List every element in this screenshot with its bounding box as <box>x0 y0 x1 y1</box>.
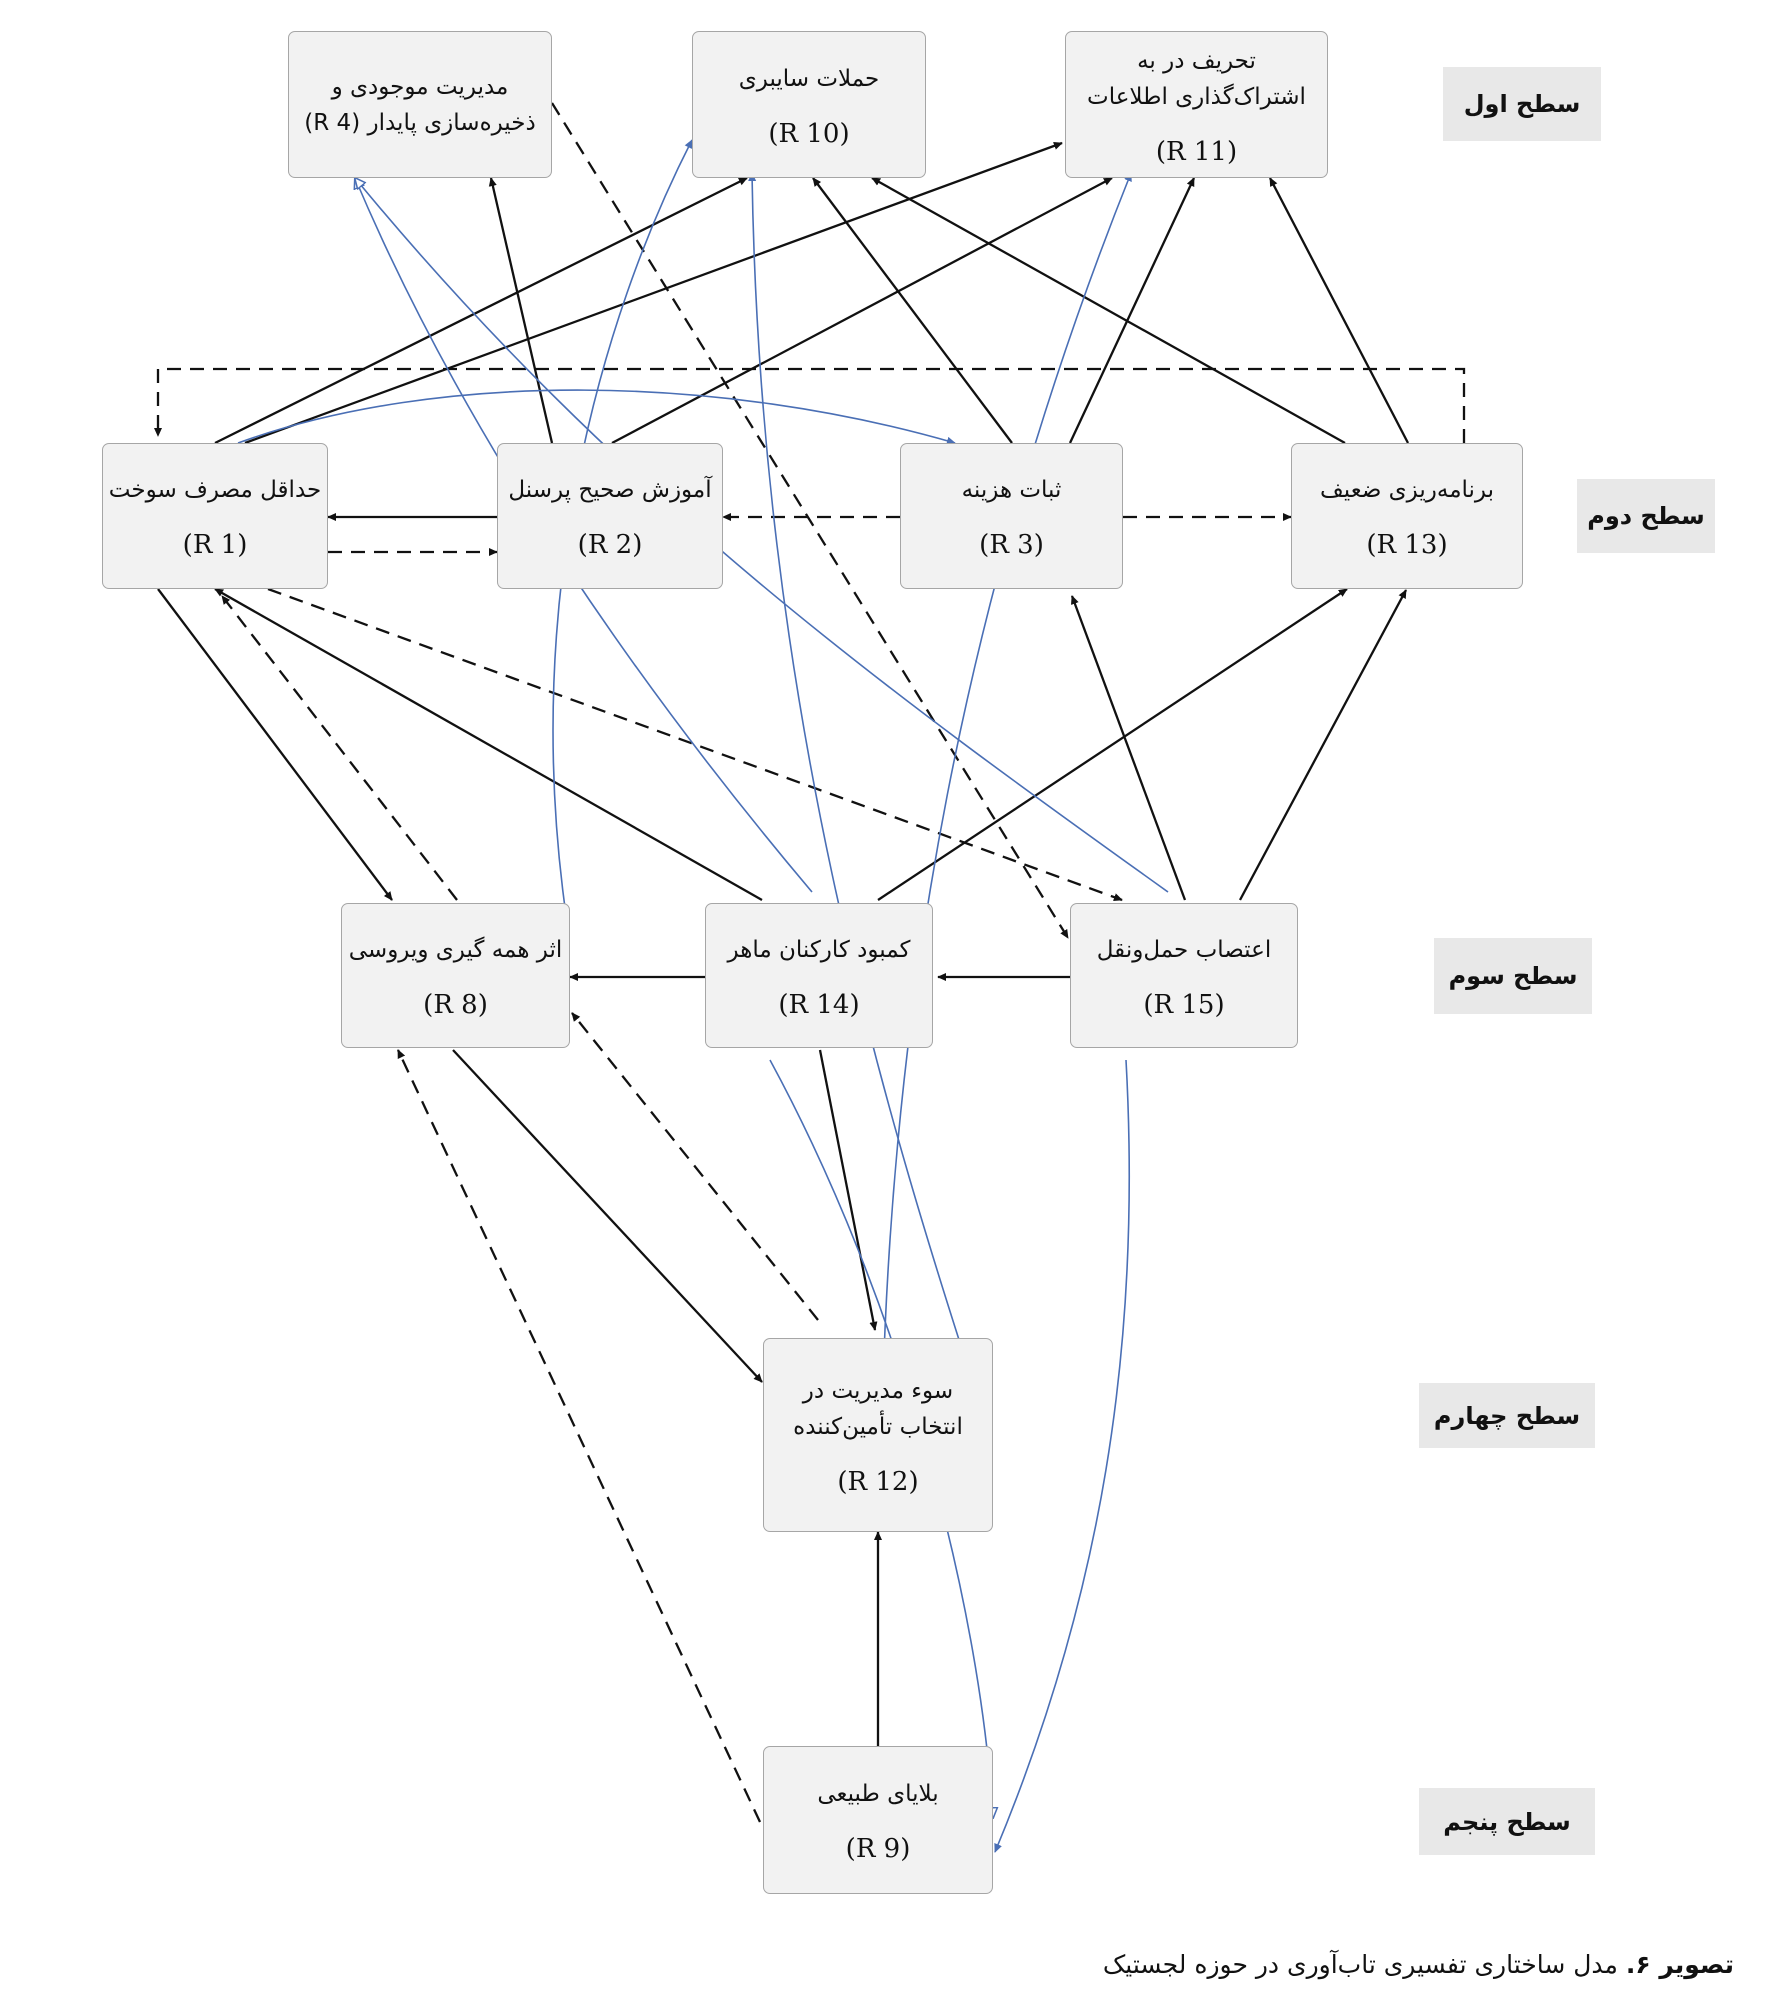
edge-r2-r11 <box>611 176 1113 445</box>
node-code: (R 1) <box>182 530 248 560</box>
edge-r13-r10 <box>871 176 1346 445</box>
node-label: تحریف در به اشتراک‌گذاری اطلاعات <box>1087 47 1306 110</box>
node-r10: حملات سایبری (R 10) <box>692 31 926 178</box>
node-label: کمبود کارکنان ماهر <box>727 936 911 963</box>
edge-r8-r1 <box>221 595 458 901</box>
node-r12: سوء مدیریت در انتخاب تأمین‌کننده (R 12) <box>763 1338 993 1532</box>
node-r4: مدیریت موجودی و ذخیره‌سازی پایدار (R 4) <box>288 31 552 178</box>
edge-r1-r10 <box>214 176 748 445</box>
dashed-edges <box>153 102 1466 1823</box>
node-code: (R 10) <box>768 118 850 149</box>
node-r15: اعتصاب حمل‌ونقل (R 15) <box>1070 903 1298 1048</box>
edge-r13-r1 <box>153 367 1466 443</box>
node-r9: بلایای طبیعی (R 9) <box>763 1746 993 1894</box>
edge-r4-r15 <box>551 102 1069 939</box>
node-label: حداقل مصرف سوخت <box>108 477 322 503</box>
node-r13: برنامه‌ریزی ضعیف (R 13) <box>1291 443 1523 589</box>
node-r2: آموزش صحیح پرسنل (R 2) <box>497 443 723 589</box>
level-label-1: سطح اول <box>1443 67 1601 141</box>
node-r8: اثر همه گیری ویروسی (R 8) <box>341 903 570 1048</box>
node-r3: ثبات هزینه (R 3) <box>900 443 1123 589</box>
node-r14: کمبود کارکنان ماهر (R 14) <box>705 903 933 1048</box>
node-label: اثر همه گیری ویروسی <box>348 936 563 963</box>
edge-r2-r4 <box>488 177 554 444</box>
edge-r15-r9 <box>994 1059 1131 1853</box>
edge-r9-r8 <box>396 1049 762 1823</box>
edge-r1-r8 <box>157 588 393 901</box>
node-code: (R 2) <box>577 530 643 560</box>
level-label-3: سطح سوم <box>1434 938 1592 1014</box>
solid-edges <box>157 141 1410 1748</box>
node-r1: حداقل مصرف سوخت (R 1) <box>102 443 328 589</box>
ism-diagram <box>153 102 1466 1853</box>
edge-r14-r12 <box>818 1049 878 1331</box>
node-code: (R 11) <box>1155 136 1238 167</box>
figure-caption: تصویر ۶. مدل ساختاری تفسیری تاب‌آوری در … <box>1103 1950 1734 1979</box>
level-label-2: سطح دوم <box>1577 479 1715 553</box>
node-code: (R 15) <box>1143 989 1225 1020</box>
edge-r15-r4 <box>355 178 1169 893</box>
node-label: اعتصاب حمل‌ونقل <box>1096 936 1272 963</box>
edge-r12-r8 <box>571 1012 819 1321</box>
edge-r14-r1 <box>214 588 763 901</box>
node-label: مدیریت موجودی و ذخیره‌سازی پایدار (R 4) <box>304 73 536 136</box>
edge-r15-r3 <box>1070 595 1187 901</box>
node-code: (R 9) <box>845 1834 911 1864</box>
node-r11: تحریف در به اشتراک‌گذاری اطلاعات (R 11) <box>1065 31 1328 178</box>
edge-r1-r11 <box>244 141 1063 445</box>
node-code: (R 13) <box>1366 530 1448 560</box>
edge-r3-r11 <box>1068 177 1196 444</box>
edge-r13-r11 <box>1268 177 1410 444</box>
edge-r3-r10 <box>812 177 1013 444</box>
edge-r12-r11 <box>882 172 1132 1383</box>
node-label: ثبات هزینه <box>961 477 1062 503</box>
node-label: سوء مدیریت در انتخاب تأمین‌کننده <box>793 1378 963 1440</box>
edge-r14-r13 <box>877 588 1348 901</box>
node-code: (R 12) <box>837 1467 919 1497</box>
node-code: (R 14) <box>778 989 860 1020</box>
node-label: برنامه‌ریزی ضعیف <box>1319 477 1495 503</box>
node-label: حملات سایبری <box>738 65 880 92</box>
edge-r15-r13 <box>1238 589 1408 901</box>
edge-r1-r15 <box>267 587 1123 902</box>
level-label-5: سطح پنجم <box>1419 1788 1595 1855</box>
edge-r12-r10 <box>748 172 986 1421</box>
node-code: (R 3) <box>979 530 1044 560</box>
node-code: (R 8) <box>423 989 488 1020</box>
level-label-4: سطح چهارم <box>1419 1383 1595 1448</box>
edge-r1-r3 <box>237 389 956 445</box>
caption-text: مدل ساختاری تفسیری تاب‌آوری در حوزه لجست… <box>1102 1950 1618 1979</box>
caption-label: تصویر ۶. <box>1625 1950 1734 1979</box>
edge-r8-r12 <box>452 1049 763 1383</box>
node-label: آموزش صحیح پرسنل <box>508 477 712 503</box>
node-label: بلایای طبیعی <box>817 1781 939 1807</box>
